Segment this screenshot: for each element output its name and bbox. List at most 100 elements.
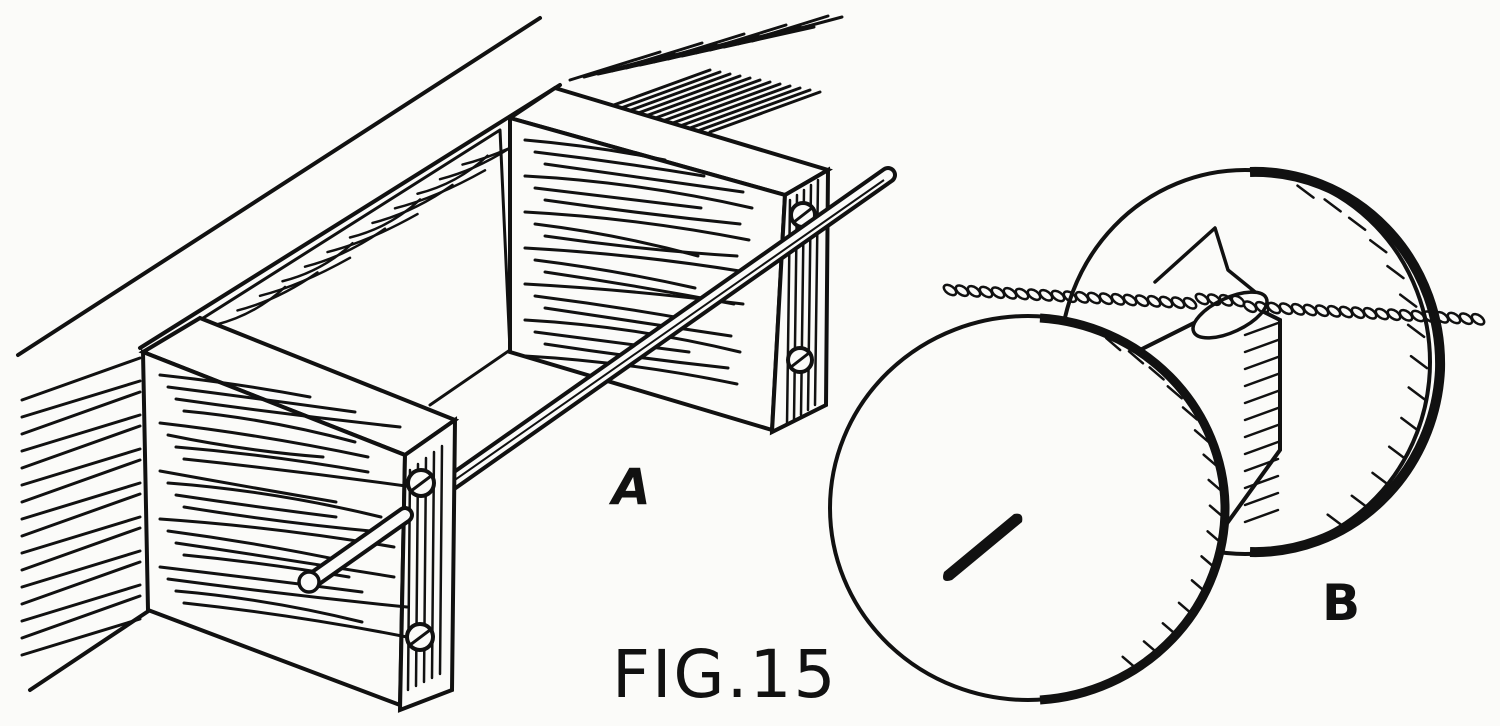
hatch-line <box>20 413 142 453</box>
cord-twist <box>1410 309 1426 323</box>
cord-twist <box>1458 312 1474 326</box>
cord-twist <box>1470 312 1486 326</box>
cord-twist <box>1182 296 1198 310</box>
cord-twist <box>1302 303 1318 317</box>
grain-line <box>174 445 370 474</box>
cord-twist <box>966 284 982 298</box>
hatch-line <box>1142 640 1160 655</box>
hatch-line <box>20 617 142 657</box>
hatch-line <box>1371 471 1390 487</box>
hatch-line <box>20 583 142 623</box>
grain-line <box>166 385 357 414</box>
grain-line <box>166 577 409 609</box>
hatch-line <box>1148 366 1165 381</box>
grain-line <box>158 469 338 504</box>
cord-twist <box>1146 294 1162 308</box>
cord-twist <box>1362 306 1378 320</box>
grain-line <box>158 421 370 459</box>
part-b-label: B <box>1322 574 1361 632</box>
hatch-line <box>1243 406 1280 422</box>
hatch-line <box>688 86 802 130</box>
grain-line <box>533 258 697 290</box>
hatch-line <box>1323 198 1342 213</box>
grain-line <box>523 318 742 354</box>
cord-twist <box>1026 288 1042 302</box>
cord-twist <box>1074 290 1090 304</box>
grain-line <box>174 541 396 579</box>
cord-twist <box>1290 302 1306 316</box>
cord-twist <box>1350 306 1366 320</box>
hatch-line <box>668 82 782 126</box>
grain-line <box>543 306 733 338</box>
grain-line <box>543 162 745 194</box>
hatch-line <box>20 526 142 572</box>
hatch-line <box>20 356 142 402</box>
cord-twist <box>1098 292 1114 306</box>
hatch-line <box>1326 513 1345 528</box>
hatch-line <box>20 481 142 521</box>
cord-twist <box>1206 293 1222 307</box>
grain-line <box>543 198 742 226</box>
hatch-line <box>1369 238 1388 254</box>
figure-caption: FIG.15 <box>612 636 838 713</box>
cord-twist <box>1314 304 1330 318</box>
hatch-line <box>20 447 142 487</box>
hatch-line <box>1409 354 1429 370</box>
hatch-line <box>1181 406 1199 421</box>
grain-line <box>182 457 415 489</box>
grain-line <box>182 505 383 534</box>
hatch-line <box>1206 530 1223 545</box>
grain-line <box>174 589 364 624</box>
cord-twist <box>1218 293 1234 307</box>
cord-twist <box>954 284 970 298</box>
hatch-line <box>618 72 732 116</box>
grain-line <box>543 234 739 258</box>
cord-twist <box>1374 307 1390 321</box>
back-block-icon <box>505 85 833 436</box>
hatch-line <box>1407 386 1426 401</box>
cord-twist <box>1242 300 1258 314</box>
cord-twist <box>1446 311 1462 325</box>
cord-twist <box>1158 295 1174 309</box>
cord-twist <box>1122 293 1138 307</box>
twisted-cord-icon <box>942 283 1486 326</box>
cord-twist <box>978 285 994 299</box>
cord-twist <box>942 283 958 297</box>
hatch-line <box>1398 293 1418 308</box>
grain-line <box>174 493 338 519</box>
grain-line <box>174 397 402 429</box>
hatch-line <box>20 458 142 504</box>
grain-line <box>523 210 751 242</box>
hatch-line <box>1296 184 1315 199</box>
hatch-line <box>750 15 844 43</box>
hatch-line <box>608 70 722 114</box>
hatch-line <box>406 468 412 692</box>
grain-line <box>533 330 691 354</box>
cord-twist <box>1038 288 1054 302</box>
grain-line <box>523 138 667 162</box>
front-block-icon <box>138 315 460 713</box>
hatch-line <box>1190 579 1208 594</box>
cord-twist <box>1386 308 1402 322</box>
hatch-line <box>1243 423 1280 439</box>
hatch-line <box>20 424 142 470</box>
hatch-line <box>1243 321 1280 337</box>
hatch-line <box>20 492 142 538</box>
cord-twist <box>1170 296 1186 310</box>
grain-line <box>393 169 487 210</box>
hatch-line <box>1177 601 1195 617</box>
cord-twist <box>1194 292 1210 306</box>
hatch-line <box>1243 457 1280 473</box>
hatch-line <box>1243 338 1280 354</box>
grain-line <box>523 174 754 210</box>
hatch-line <box>1243 491 1280 507</box>
hatch-line <box>708 90 822 134</box>
hatch-line <box>1166 385 1183 400</box>
grain-line <box>158 373 312 399</box>
cord-twist <box>1326 304 1342 318</box>
cord-twist <box>1134 294 1150 308</box>
grain-line <box>533 150 706 178</box>
cord-twist <box>1398 308 1414 322</box>
hatch-line <box>1161 622 1179 637</box>
